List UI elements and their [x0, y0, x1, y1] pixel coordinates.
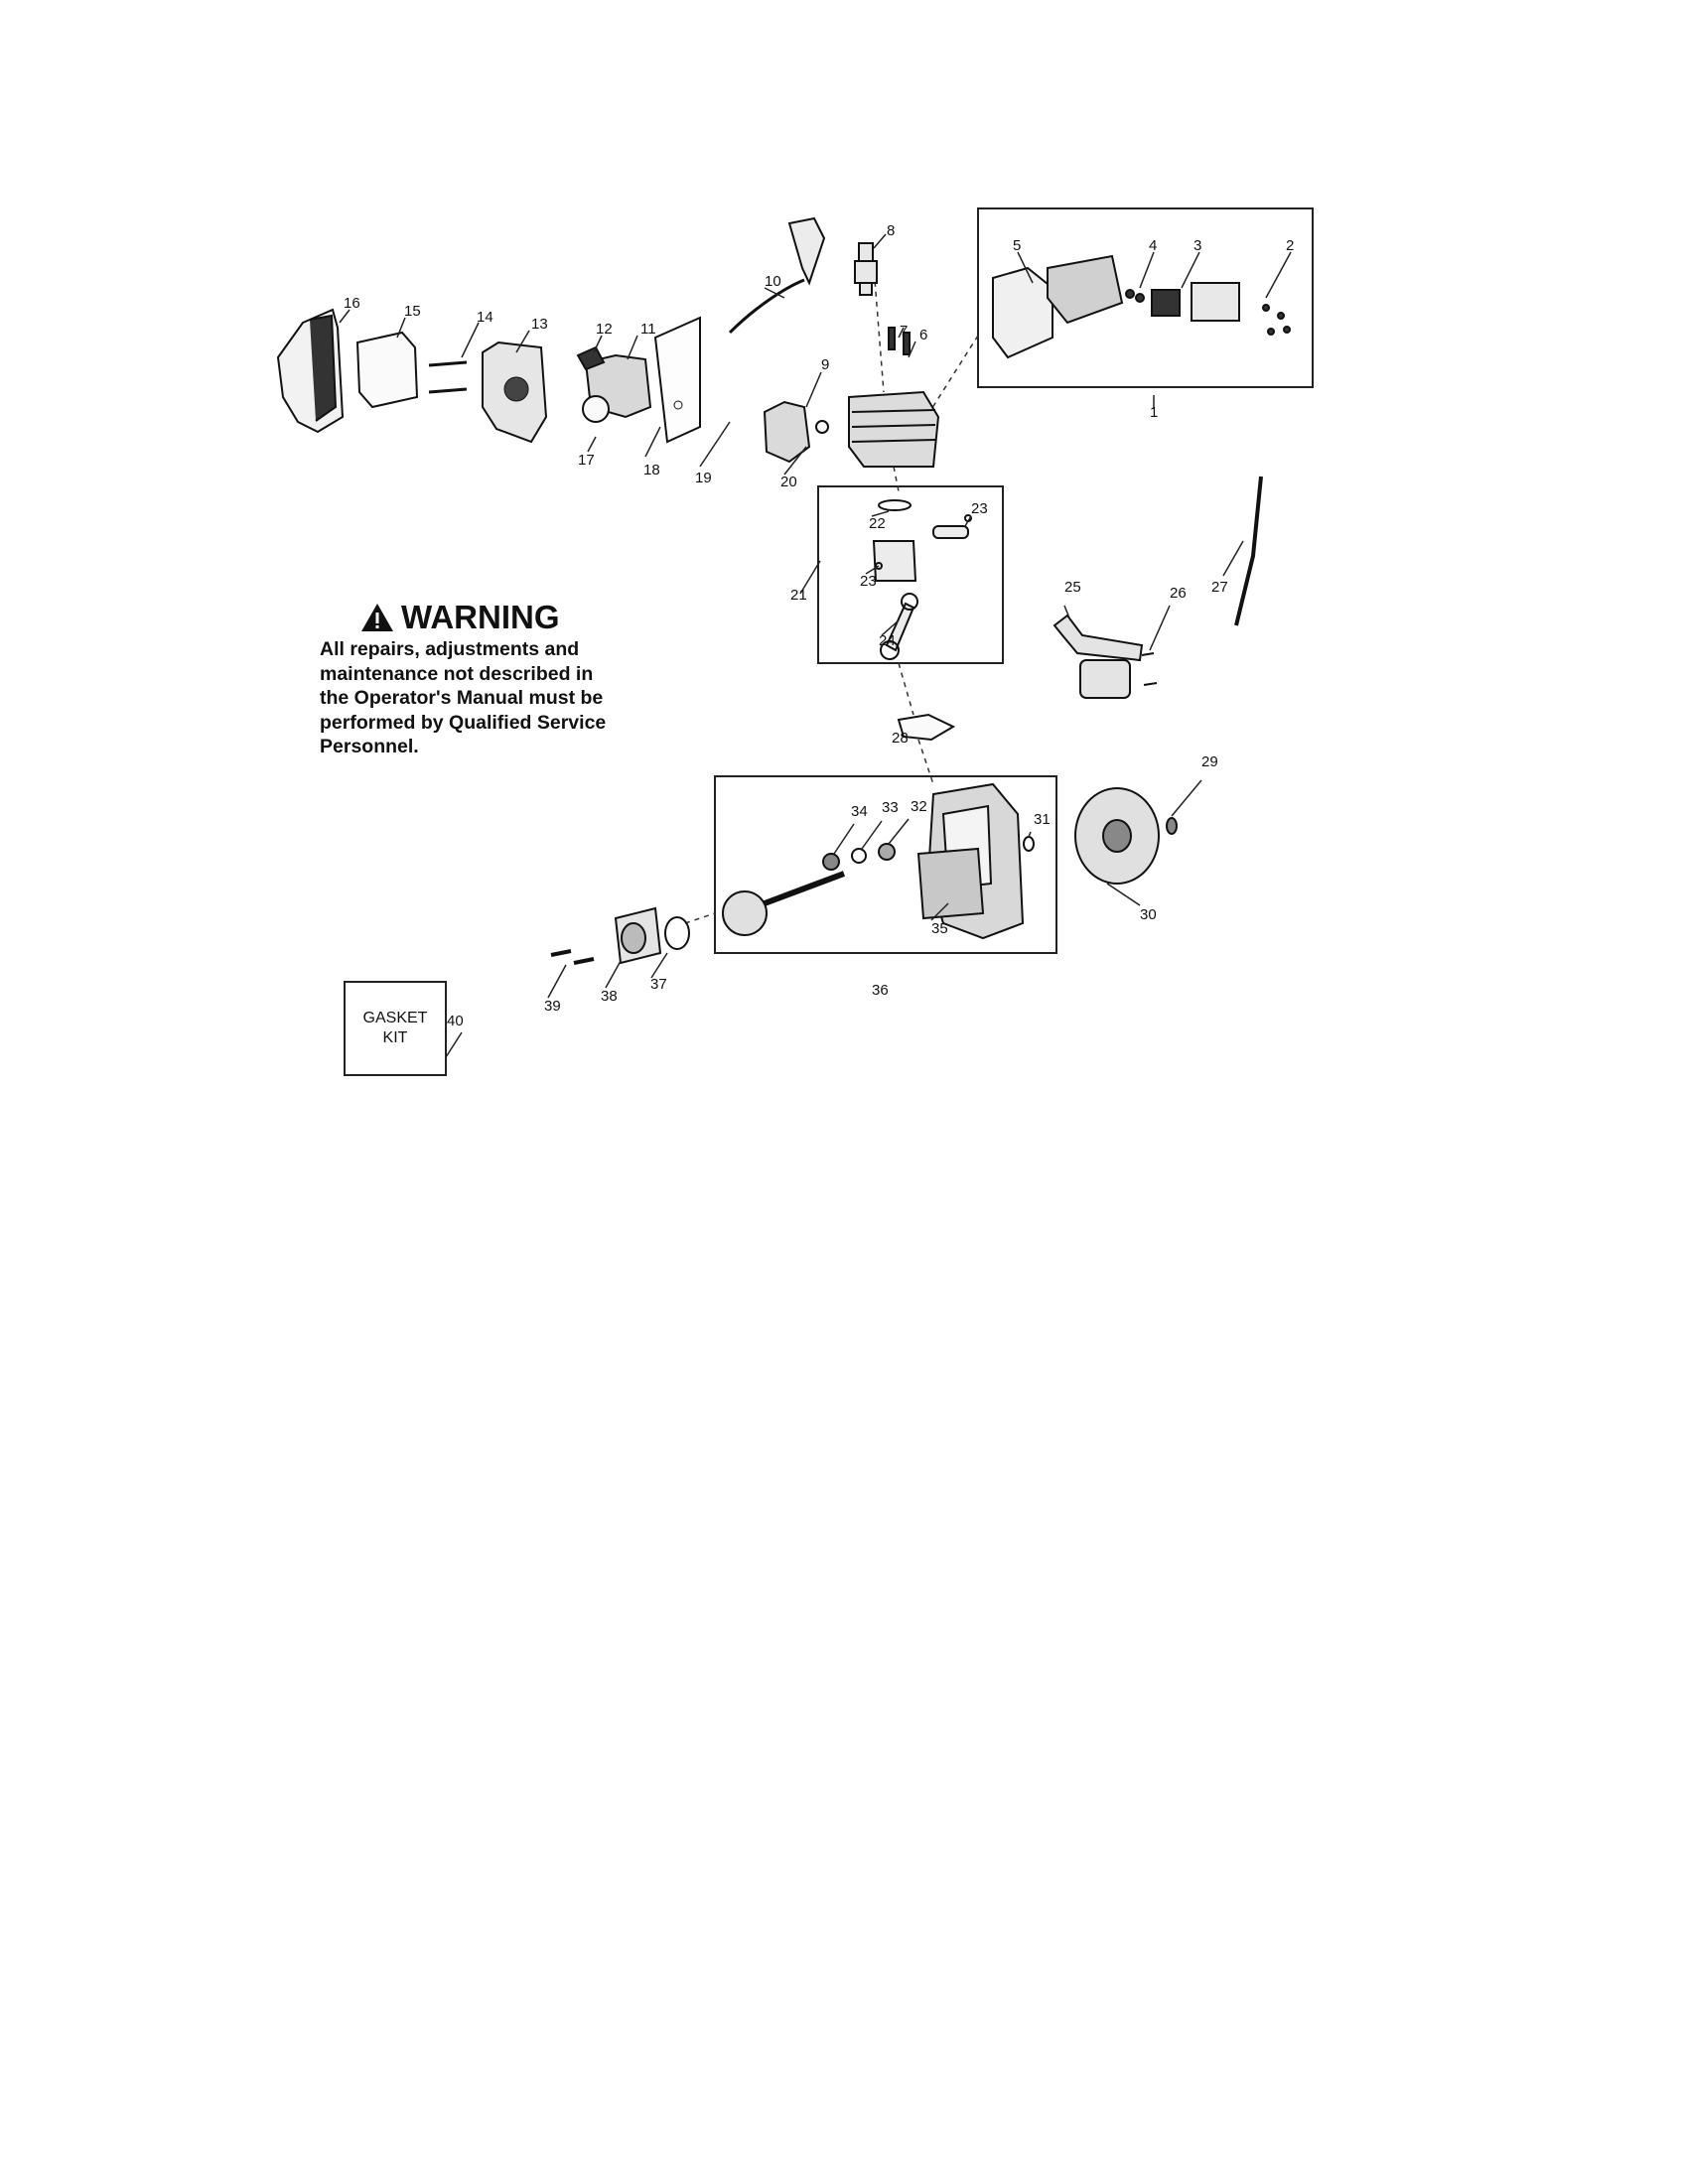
ignition-coil-part — [1052, 614, 1158, 699]
carburetor-part — [576, 345, 652, 423]
part-label-21: 21 — [790, 587, 807, 604]
part-label-13: 13 — [531, 316, 548, 333]
warning-triangle-icon — [361, 604, 393, 631]
spark-plug-part — [854, 242, 878, 296]
part-label-7: 7 — [900, 323, 908, 340]
part-label-39: 39 — [544, 998, 561, 1015]
crankshaft-part — [722, 871, 846, 936]
part-label-14: 14 — [477, 309, 493, 326]
piston-kit-box — [817, 485, 1004, 664]
leader-lines — [339, 233, 1292, 1058]
part-label-26: 26 — [1170, 585, 1187, 602]
kit-boxes — [714, 207, 1314, 954]
part-label-10: 10 — [765, 273, 781, 290]
warning-block: WARNING All repairs, adjustments and mai… — [320, 600, 657, 759]
muffler-kit-box — [977, 207, 1314, 388]
part-label-33: 33 — [882, 799, 899, 816]
screws-14-part — [428, 360, 468, 394]
part-label-1: 1 — [1150, 404, 1158, 421]
part-label-38: 38 — [601, 988, 618, 1005]
part-label-18: 18 — [643, 462, 660, 478]
part-label-4: 4 — [1149, 237, 1157, 254]
part-label-24: 24 — [879, 632, 896, 649]
part-label-25: 25 — [1064, 579, 1081, 596]
assembly-lines — [684, 241, 979, 924]
warning-title: WARNING — [401, 599, 560, 635]
part-label-37: 37 — [650, 976, 667, 993]
air-filter-cover-part — [276, 308, 345, 434]
part-label-28: 28 — [892, 730, 909, 747]
cylinder-part — [848, 327, 940, 468]
part-label-23: 23 — [860, 573, 877, 590]
part-label-31: 31 — [1034, 811, 1051, 828]
part-label-11: 11 — [640, 321, 656, 338]
intake-manifold-part — [763, 400, 811, 464]
piston-part — [872, 499, 972, 660]
part-label-20: 20 — [780, 474, 797, 490]
part-label-17: 17 — [578, 452, 595, 469]
part-label-35: 35 — [931, 920, 948, 937]
part-label-12: 12 — [596, 321, 613, 338]
part-label-3: 3 — [1193, 237, 1201, 254]
fuel-line-part — [728, 278, 805, 335]
base-gasket-part — [897, 713, 956, 742]
part-label-27: 27 — [1211, 579, 1228, 596]
part-label-34: 34 — [851, 803, 868, 820]
flywheel-part — [1074, 787, 1178, 885]
part-label-6: 6 — [919, 327, 927, 343]
spark-plug-wire-part — [1234, 476, 1263, 626]
part-label-8: 8 — [887, 222, 895, 239]
part-label-16: 16 — [344, 295, 360, 312]
muffler-part — [992, 254, 1291, 359]
warning-text: All repairs, adjustments and maintenance… — [320, 638, 607, 757]
part-label-22: 22 — [869, 515, 886, 532]
gasket-kit-label: GASKET KIT — [362, 1010, 428, 1046]
part-label-29: 29 — [1201, 753, 1218, 770]
part-label-15: 15 — [404, 303, 421, 320]
part-label-2: 2 — [1286, 237, 1294, 254]
crankcase-kit-box — [714, 775, 1057, 954]
part-label-32: 32 — [911, 798, 927, 815]
part-label-23: 23 — [971, 500, 988, 517]
intake-gasket-part — [653, 316, 701, 444]
part-label-19: 19 — [695, 470, 712, 486]
crankcase-part — [822, 782, 1035, 940]
part-label-9: 9 — [821, 356, 829, 373]
gasket-kit-number: 40 — [447, 1013, 464, 1029]
clutch-cover-part — [550, 906, 690, 965]
warning-heading: WARNING — [359, 600, 657, 635]
part-label-5: 5 — [1013, 237, 1021, 254]
air-filter-part — [355, 331, 419, 409]
part-label-30: 30 — [1140, 906, 1157, 923]
part-label-36: 36 — [872, 982, 889, 999]
gasket-kit-box: GASKET KIT — [344, 981, 447, 1076]
boot-part — [787, 216, 826, 286]
